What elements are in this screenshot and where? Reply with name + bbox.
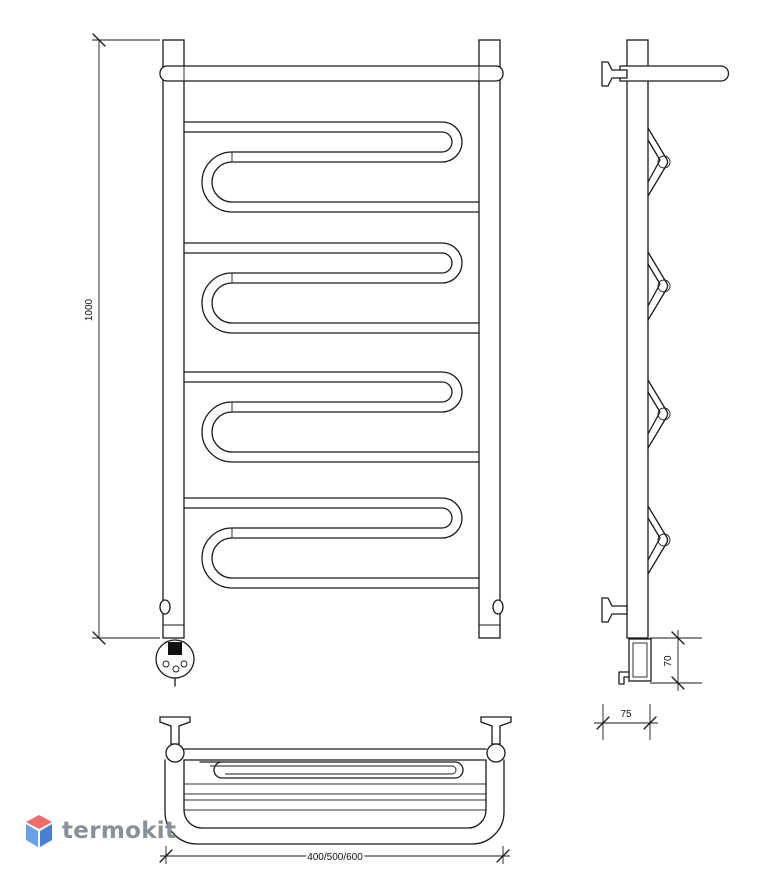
offset-dimension: 70 (650, 630, 702, 691)
termokit-watermark: termokit (24, 812, 176, 850)
heater-housing-icon (618, 638, 652, 685)
width-dimension: 400/500/600 (159, 846, 510, 865)
side-view: 70 75 (594, 39, 730, 740)
termokit-logo-icon (26, 815, 52, 847)
height-dimension: 1000 (84, 33, 160, 645)
depth-dimension: 75 (594, 704, 658, 740)
heater-control-icon (155, 639, 195, 687)
top-view: 400/500/600 (159, 716, 512, 865)
serpentine-coils (183, 121, 480, 589)
depth-label: 75 (620, 709, 632, 720)
coil-profiles (647, 127, 671, 575)
watermark-text: termokit (62, 818, 177, 844)
offset-label: 70 (663, 655, 674, 667)
width-label: 400/500/600 (307, 852, 363, 863)
height-label: 1000 (84, 298, 95, 321)
front-view: 1000 (84, 33, 504, 687)
